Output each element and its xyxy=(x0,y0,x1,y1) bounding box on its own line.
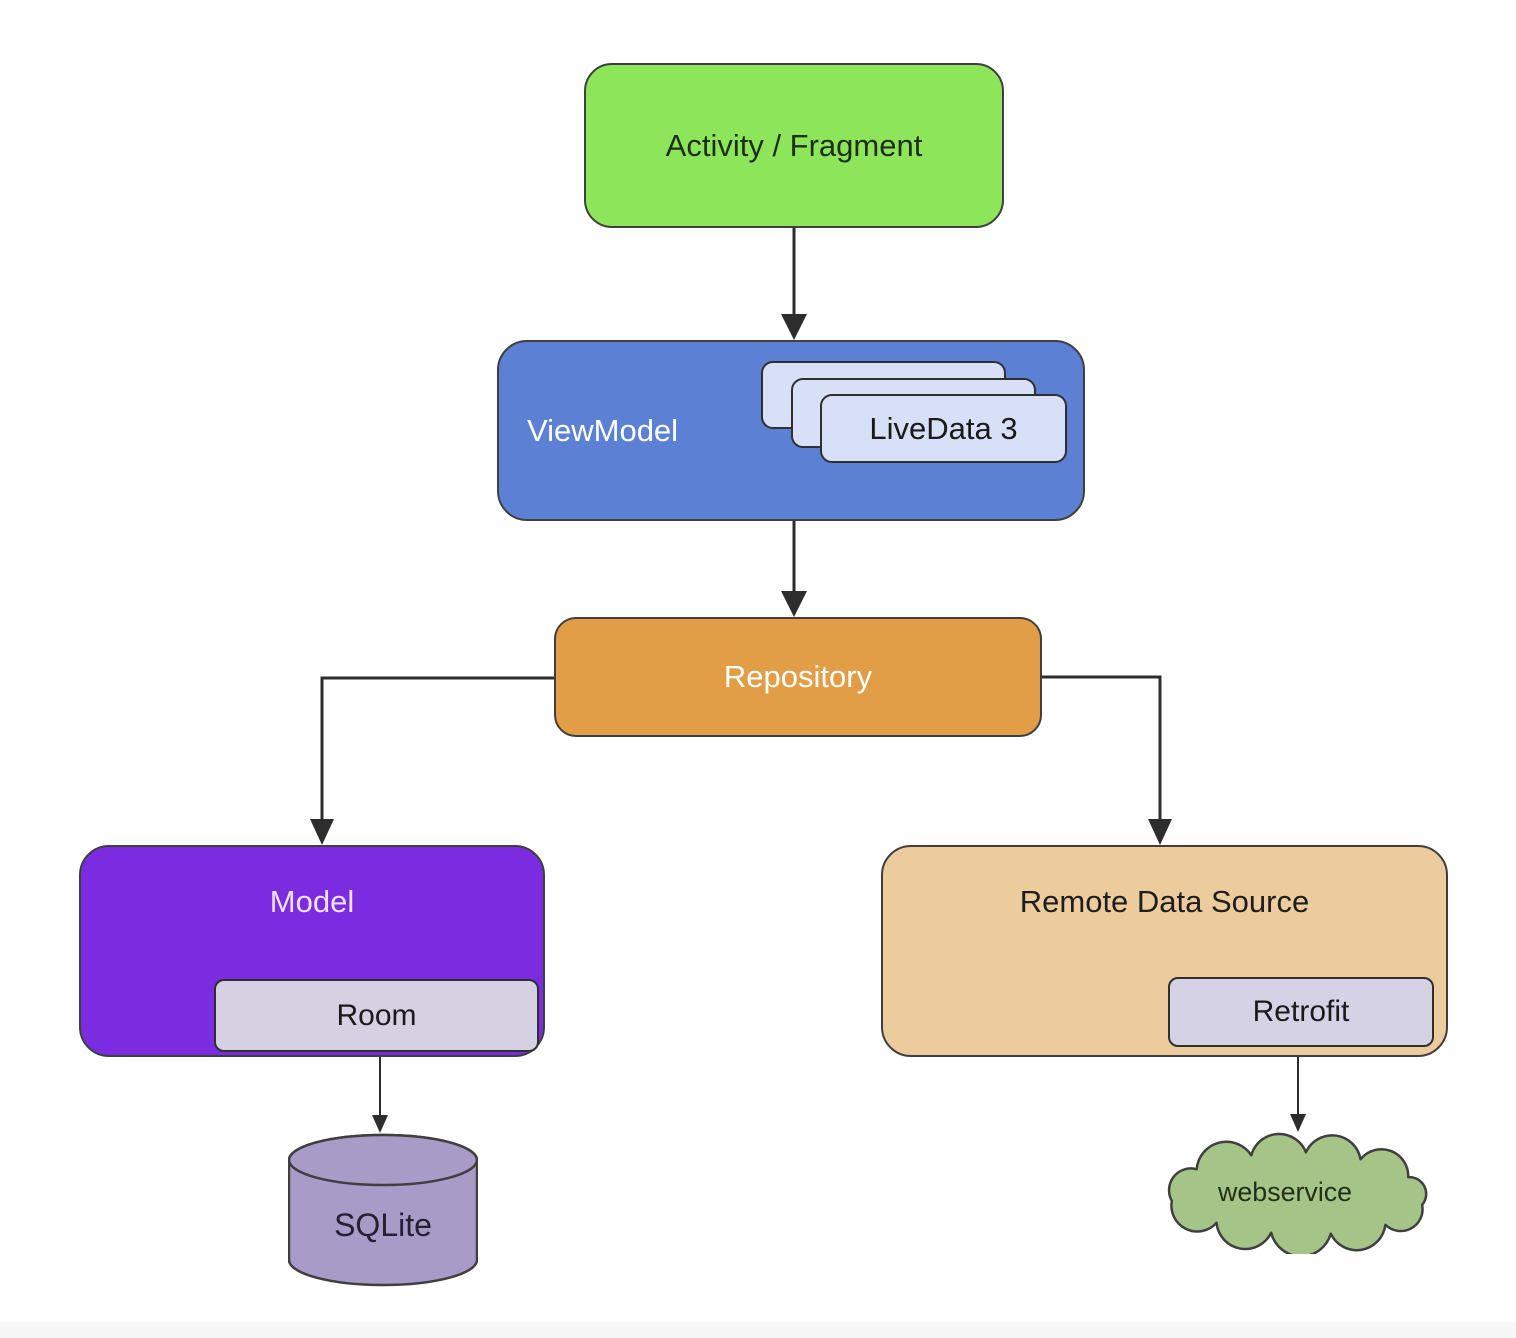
node-livedata-label: LiveData 3 xyxy=(869,410,1018,446)
node-repository-label: Repository xyxy=(723,659,873,694)
node-room-label: Room xyxy=(336,998,417,1032)
node-remote-data-source: Remote Data Source Retrofit xyxy=(881,845,1448,1057)
node-retrofit-label: Retrofit xyxy=(1252,995,1350,1028)
node-remote-data-source-label: Remote Data Source xyxy=(1019,884,1310,919)
edge-repository-model-line xyxy=(320,676,554,821)
node-room: Room xyxy=(214,979,539,1052)
node-activity-fragment-label: Activity / Fragment xyxy=(665,127,923,163)
edge-retrofit-webservice-arrowhead xyxy=(1290,1114,1306,1132)
node-webservice-cloud: webservice xyxy=(1167,1132,1428,1254)
node-activity-fragment: Activity / Fragment xyxy=(584,63,1004,228)
node-model: Model Room xyxy=(79,845,545,1057)
sqlite-cylinder-top xyxy=(288,1133,478,1187)
bottom-strip xyxy=(0,1322,1516,1338)
node-repository: Repository xyxy=(554,617,1042,737)
node-sqlite-cylinder: SQLite xyxy=(288,1133,478,1287)
edge-viewmodel-repository-arrowhead xyxy=(781,591,807,617)
edge-activity-viewmodel-arrowhead xyxy=(781,314,807,340)
livedata-card-front: LiveData 3 xyxy=(820,394,1067,463)
node-viewmodel: ViewModel LiveData 3 xyxy=(497,340,1085,521)
node-webservice-label: webservice xyxy=(1217,1177,1352,1207)
node-retrofit: Retrofit xyxy=(1168,977,1434,1047)
webservice-cloud-shape xyxy=(1167,1132,1428,1254)
node-model-label: Model xyxy=(269,884,355,919)
edge-repository-remote-line xyxy=(1042,675,1162,821)
edge-room-sqlite-arrowhead xyxy=(372,1115,388,1133)
edge-repository-model-arrowhead xyxy=(310,819,334,845)
edge-repository-remote-arrowhead xyxy=(1148,819,1172,845)
node-viewmodel-label: ViewModel xyxy=(527,412,679,448)
node-sqlite-label: SQLite xyxy=(334,1207,432,1243)
